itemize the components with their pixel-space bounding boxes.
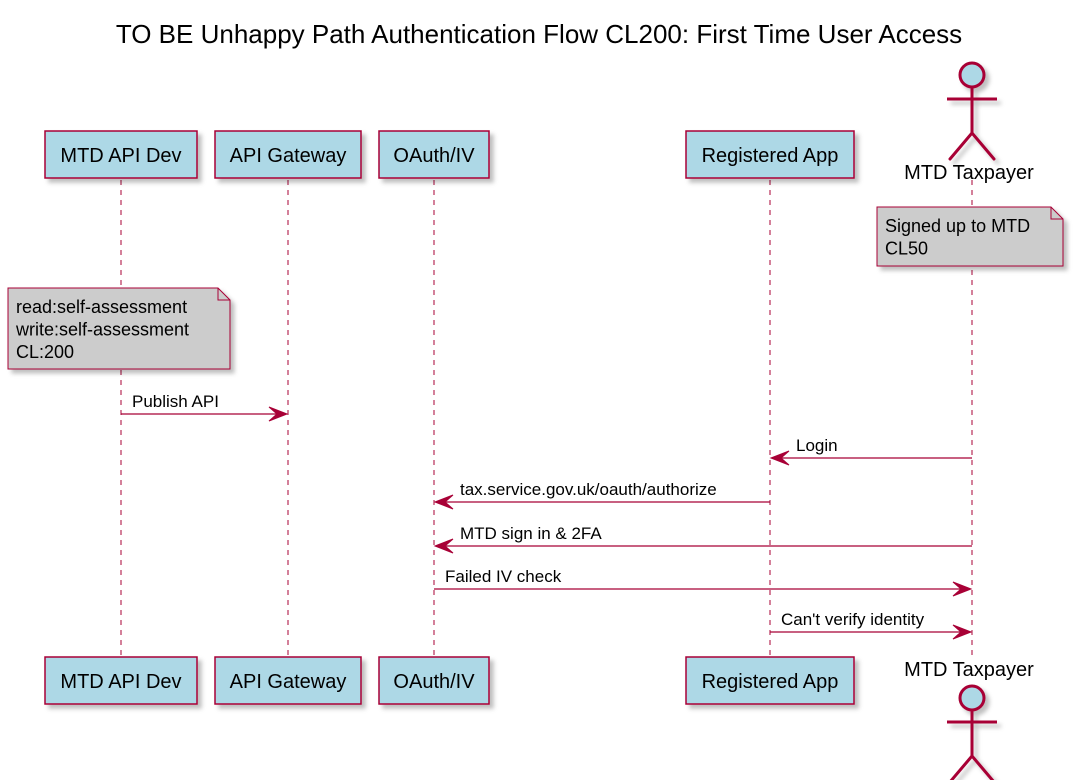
note-line: read:self-assessment bbox=[16, 297, 187, 317]
participant-bottom-mtd-api-dev: MTD API Dev bbox=[44, 656, 198, 705]
participant-box bbox=[214, 130, 362, 179]
message-mtd-sign-in-2fa: MTD sign in & 2FA bbox=[433, 524, 972, 554]
participants-bottom: MTD API Dev API Gateway OAuth/IV Registered… bbox=[44, 656, 1034, 780]
participant-top-registered-app: Registered App bbox=[685, 130, 855, 179]
participant-label: Registered App bbox=[702, 671, 839, 693]
participant-box bbox=[685, 130, 855, 179]
participant-box bbox=[44, 130, 198, 179]
message-login: Login bbox=[769, 436, 972, 466]
participant-box bbox=[378, 130, 490, 179]
diagram-title: TO BE Unhappy Path Authentication Flow C… bbox=[116, 19, 962, 49]
note-fold bbox=[217, 288, 230, 301]
participant-box bbox=[378, 656, 490, 705]
arrowhead bbox=[433, 538, 454, 554]
message-can-t-verify-identity: Can't verify identity bbox=[770, 610, 973, 640]
actor-label: MTD Taxpayer bbox=[904, 659, 1034, 681]
person-icon bbox=[947, 61, 997, 161]
actor-bottom-mtd-taxpayer: MTD Taxpayer bbox=[904, 659, 1034, 780]
message-label: tax.service.gov.uk/oauth/authorize bbox=[460, 480, 717, 499]
arrowhead bbox=[769, 450, 790, 466]
note-taxpayer: Signed up to MTD CL50 bbox=[876, 206, 1064, 267]
note-dev: read:self-assessment write:self-assessmen… bbox=[7, 287, 231, 370]
arrowhead bbox=[952, 624, 973, 640]
note-line: CL:200 bbox=[16, 342, 74, 362]
message-tax-service-gov-uk-oauth-authorize: tax.service.gov.uk/oauth/authorize bbox=[433, 480, 770, 510]
participants-top: MTD API Dev API Gateway OAuth/IV Registered… bbox=[44, 61, 1034, 184]
participant-label: API Gateway bbox=[230, 145, 347, 167]
participant-top-api-gateway: API Gateway bbox=[214, 130, 362, 179]
participant-label: Registered App bbox=[702, 145, 839, 167]
arrowhead bbox=[433, 494, 454, 510]
participant-top-mtd-api-dev: MTD API Dev bbox=[44, 130, 198, 179]
message-label: Publish API bbox=[132, 392, 219, 411]
participant-label: MTD API Dev bbox=[60, 671, 181, 693]
actor-label: MTD Taxpayer bbox=[904, 162, 1034, 184]
message-label: Failed IV check bbox=[445, 567, 562, 586]
participant-label: OAuth/IV bbox=[393, 671, 475, 693]
message-failed-iv-check: Failed IV check bbox=[434, 567, 973, 597]
participant-box bbox=[214, 656, 362, 705]
participant-box bbox=[685, 656, 855, 705]
note-fold bbox=[1050, 207, 1063, 220]
note-box bbox=[7, 287, 231, 370]
participant-label: OAuth/IV bbox=[393, 145, 475, 167]
participant-box bbox=[44, 656, 198, 705]
message-label: Can't verify identity bbox=[781, 610, 925, 629]
message-publish-api: Publish API bbox=[121, 392, 289, 422]
notes: Signed up to MTD CL50 read:self-assessment… bbox=[7, 206, 1064, 370]
participant-label: API Gateway bbox=[230, 671, 347, 693]
note-line: write:self-assessment bbox=[15, 320, 189, 340]
messages: Publish API Login tax.service.gov.uk/oauth… bbox=[121, 392, 973, 640]
message-label: MTD sign in & 2FA bbox=[460, 524, 602, 543]
arrowhead bbox=[952, 581, 973, 597]
participant-bottom-registered-app: Registered App bbox=[685, 656, 855, 705]
participant-bottom-oauth-iv: OAuth/IV bbox=[378, 656, 490, 705]
participant-bottom-api-gateway: API Gateway bbox=[214, 656, 362, 705]
message-label: Login bbox=[796, 436, 838, 455]
note-box bbox=[876, 206, 1064, 267]
participant-top-oauth-iv: OAuth/IV bbox=[378, 130, 490, 179]
participant-label: MTD API Dev bbox=[60, 145, 181, 167]
note-line: CL50 bbox=[885, 239, 928, 259]
arrowhead bbox=[268, 406, 289, 422]
actor-top-mtd-taxpayer: MTD Taxpayer bbox=[904, 61, 1034, 184]
person-icon bbox=[947, 684, 997, 780]
note-line: Signed up to MTD bbox=[885, 216, 1030, 236]
